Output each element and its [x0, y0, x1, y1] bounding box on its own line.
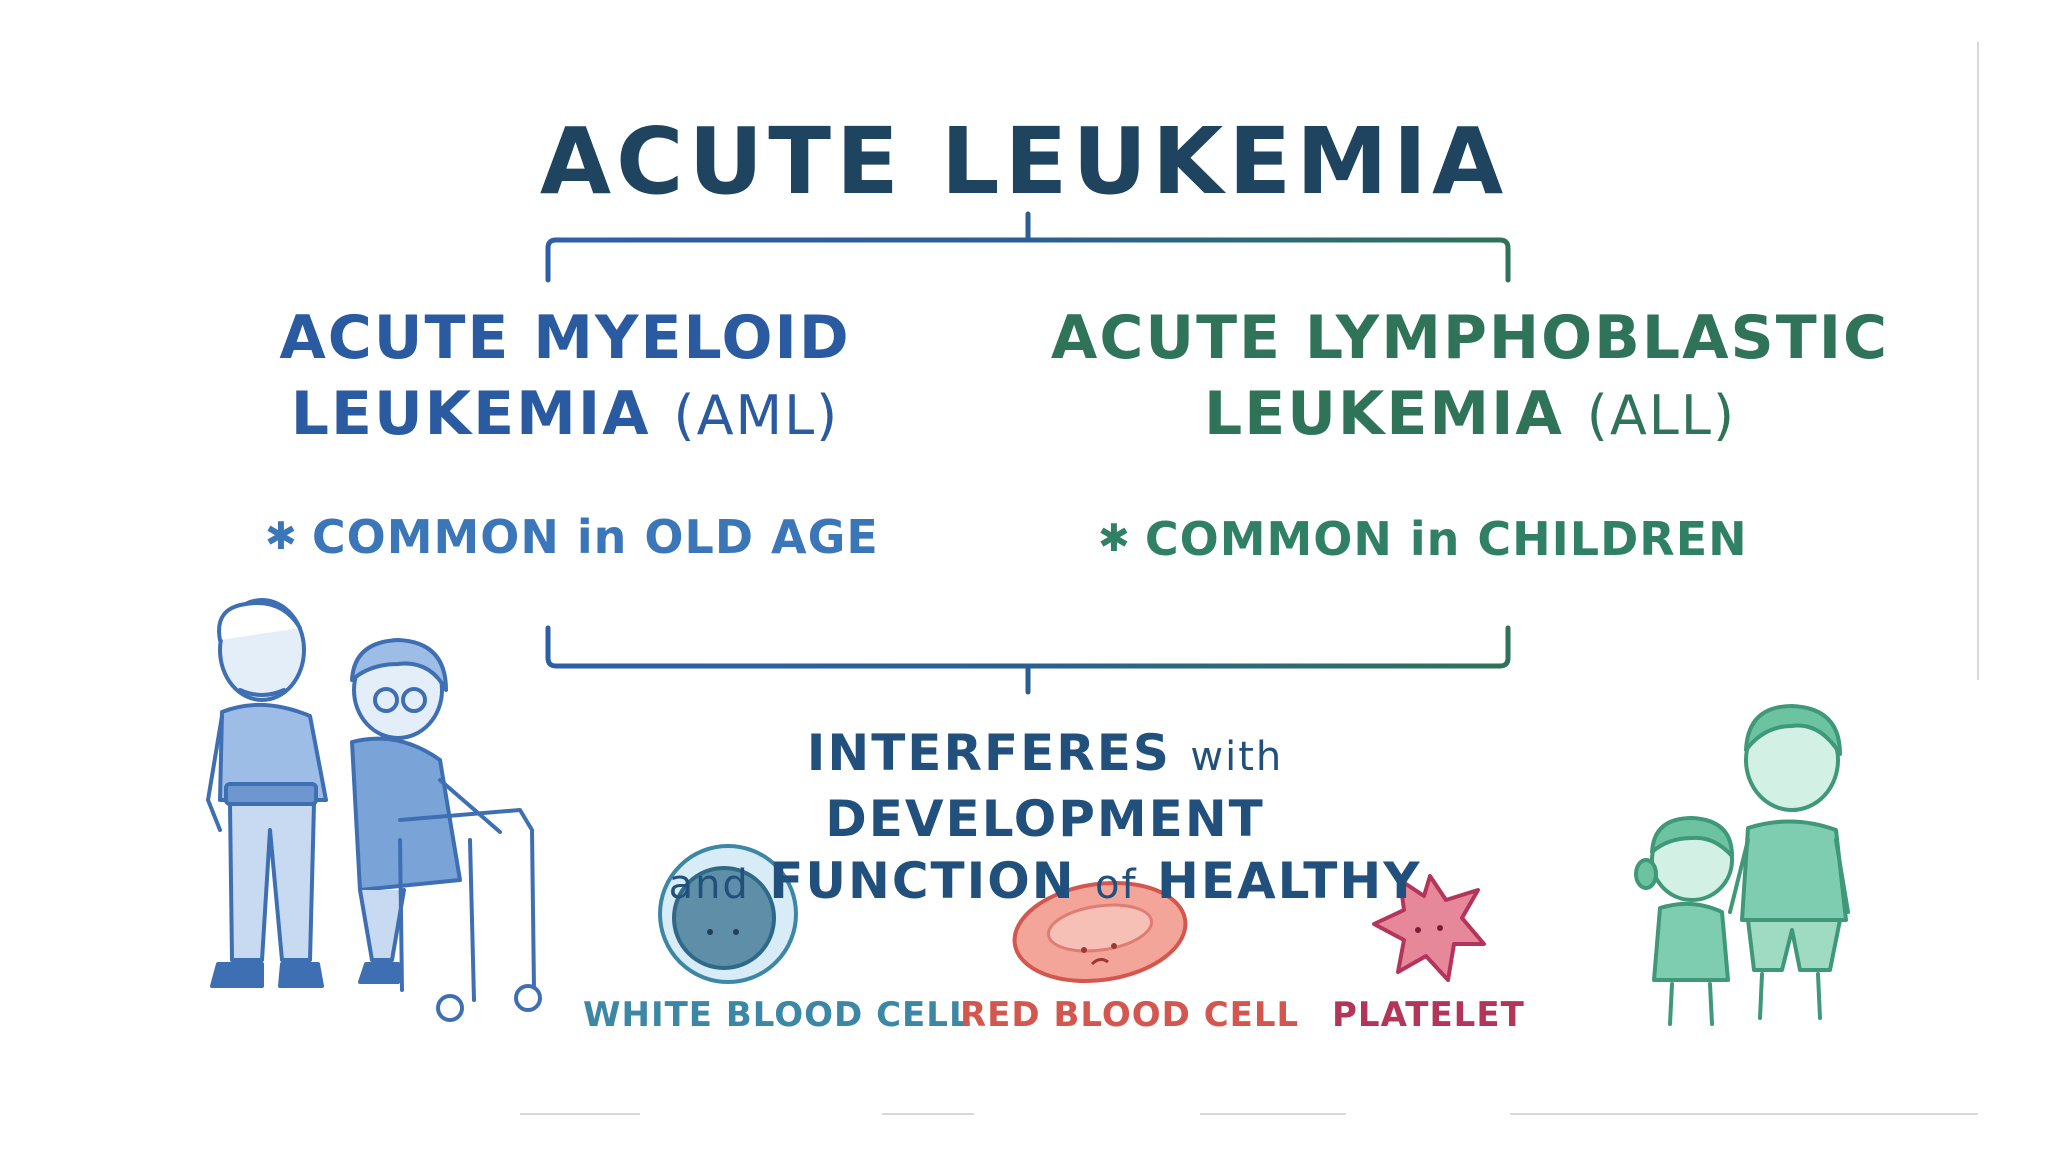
elderly-couple-illustration	[206, 598, 542, 1022]
diagram-title: ACUTE LEUKEMIA	[539, 108, 1509, 215]
interferes-statement: INTERFERES with DEVELOPMENT and FUNCTION…	[620, 722, 1470, 916]
all-heading-line2: LEUKEMIA	[1203, 379, 1564, 449]
top-bracket	[545, 211, 1511, 283]
white-blood-cell-label: WHITE BLOOD CELL	[583, 995, 972, 1035]
children-illustration	[1634, 704, 1850, 1026]
bottom-bracket	[545, 625, 1511, 695]
all-heading-line1: ACUTE LYMPHOBLASTIC	[1050, 303, 1890, 373]
all-heading: ACUTE LYMPHOBLASTIC LEUKEMIA (ALL)	[1040, 300, 1900, 454]
with-word: with	[1190, 734, 1284, 780]
development-word: DEVELOPMENT	[825, 790, 1265, 848]
asterisk-icon: ✱	[265, 514, 298, 558]
red-blood-cell-label: RED BLOOD CELL	[960, 995, 1300, 1035]
aml-heading-line2: LEUKEMIA	[290, 379, 651, 449]
and-word: and	[668, 862, 750, 908]
aml-heading-line1: ACUTE MYELOID	[279, 303, 851, 373]
aml-bullet-text: COMMON in OLD AGE	[311, 510, 879, 564]
white-blood-cell-illustration	[658, 844, 798, 984]
aml-bullet: ✱ COMMON in OLD AGE	[265, 510, 879, 564]
all-abbreviation: (ALL)	[1586, 384, 1737, 447]
of-word: of	[1095, 862, 1138, 908]
interferes-word: INTERFERES	[806, 724, 1191, 782]
all-bullet: ✱ COMMON in CHILDREN	[1098, 512, 1748, 566]
aml-abbreviation: (AML)	[673, 384, 840, 447]
function-word: FUNCTION	[749, 852, 1095, 910]
all-bullet-text: COMMON in CHILDREN	[1144, 512, 1748, 566]
platelet-label: PLATELET	[1332, 995, 1525, 1035]
platelet-illustration	[1372, 874, 1486, 982]
aml-heading: ACUTE MYELOID LEUKEMIA (AML)	[200, 300, 930, 454]
healthy-word: HEALTHY	[1137, 852, 1422, 910]
asterisk-icon: ✱	[1098, 516, 1131, 560]
red-blood-cell-illustration	[1012, 880, 1188, 984]
